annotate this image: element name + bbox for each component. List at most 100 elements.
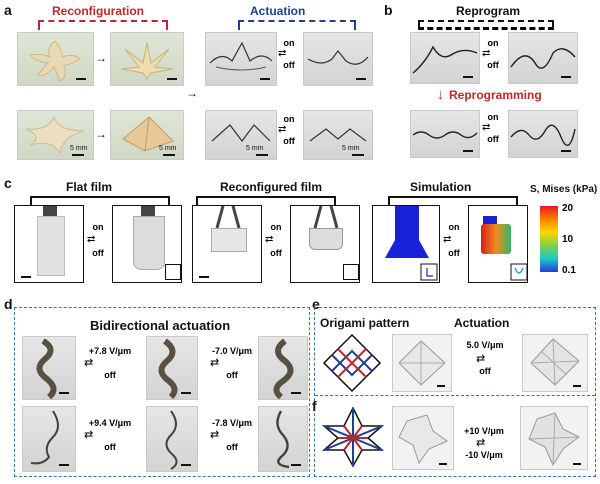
voltage-f-top: +10 V/μm [464, 426, 504, 436]
actuated-star [528, 412, 580, 467]
scale-bar [76, 78, 86, 80]
off-label: off [226, 370, 238, 380]
scale-bar [291, 392, 301, 394]
pyramid-actuated-shape [211, 124, 271, 142]
reconfigured-film-bracket [196, 196, 336, 206]
curled-strip [276, 410, 290, 469]
simulation-bracket [388, 196, 518, 206]
origami-square-on-photo [522, 334, 588, 392]
scale-label: 5 mm [70, 145, 88, 152]
voltage-row1-left: +7.8 V/μm [88, 346, 132, 356]
scale-bar [463, 150, 473, 152]
off-label: off [270, 248, 282, 258]
arrow-down-icon: ↓ [437, 86, 444, 102]
on-label: on [92, 222, 104, 232]
simulation-title: Simulation [410, 180, 472, 194]
panel-b-label: b [384, 2, 393, 18]
scale-bar [573, 385, 581, 387]
off-label: off [283, 136, 295, 146]
twist-left-photo [22, 336, 76, 400]
reconfigured-off-frame [192, 205, 262, 283]
colorbar-tick-mid: 10 [562, 234, 574, 245]
flat-film-off-frame [14, 205, 84, 283]
reprogram-bent-shape [510, 48, 576, 69]
flower-3d-shape [120, 42, 174, 80]
panel-e-label: e [312, 296, 320, 312]
reconfigured-on-frame [290, 205, 360, 283]
scale-bar [181, 464, 191, 466]
reconfiguration-bracket [38, 20, 168, 30]
arrow-right-icon: → [95, 127, 107, 141]
scale-bar [163, 154, 175, 156]
switch-arrows-icon: ⇄ [265, 234, 274, 245]
scale-bar [256, 154, 268, 156]
off-label: off [226, 442, 238, 452]
actuation-title: Actuation [250, 4, 306, 18]
scale-bar [463, 76, 473, 78]
reprogram-shape [412, 45, 478, 74]
inset-profile [343, 264, 359, 280]
switch-arrows-icon: ⇄ [84, 429, 94, 441]
folded-star [398, 414, 449, 465]
switch-arrows-icon: ⇄ [482, 122, 491, 133]
flat-film-bracket [30, 196, 170, 206]
inset-profile [165, 264, 181, 280]
actuation-bracket [238, 20, 356, 30]
reprogram-bracket [418, 20, 554, 30]
reconfigured-film-title: Reconfigured film [220, 180, 323, 194]
e-actuation-title: Actuation [454, 316, 510, 330]
twisted-strip [158, 338, 178, 399]
panel-f-label: f [312, 398, 317, 414]
panel-d-label: d [4, 296, 13, 312]
off-label: off [104, 442, 116, 452]
scale-bar [181, 392, 191, 394]
origami-star-off-photo [392, 406, 454, 470]
origami-square-off-photo [392, 334, 452, 392]
scale-bar [59, 392, 69, 394]
simulation-off-frame [372, 205, 440, 283]
scale-bar [437, 385, 445, 387]
colorbar [540, 206, 558, 272]
switch-arrows-icon: ⇄ [476, 353, 486, 365]
switch-arrows-icon: ⇄ [210, 429, 220, 441]
switch-arrows-icon: ⇄ [84, 357, 94, 369]
simulation-on-frame [468, 205, 528, 283]
switch-arrows-icon: ⇄ [476, 437, 486, 449]
scale-bar [561, 76, 571, 78]
voltage-e: 5.0 V/μm [466, 340, 504, 350]
switch-arrows-icon: ⇄ [482, 48, 491, 59]
star-flat-shape [25, 115, 85, 155]
flat-film-title: Flat film [66, 180, 113, 194]
on-label: on [283, 114, 295, 124]
panel-d-box [14, 307, 310, 477]
scale-bar [439, 463, 447, 465]
reconfiguration-title: Reconfiguration [52, 4, 144, 18]
off-label: off [104, 370, 116, 380]
reprogram-title: Reprogram [456, 4, 521, 18]
twisted-strip [36, 338, 57, 399]
film-strip [133, 216, 165, 270]
clamp [43, 206, 57, 218]
origami-star-pattern [321, 406, 385, 468]
folded-origami [398, 340, 446, 386]
flower-off-photo [205, 32, 277, 86]
origami-square-pattern [322, 333, 382, 393]
off-label: off [479, 366, 491, 376]
panel-divider [315, 395, 595, 396]
reprogrammed-on-photo [508, 110, 578, 158]
off-label: off [487, 60, 499, 70]
scale-bar [199, 276, 209, 278]
colorbar-tick-max: 20 [562, 203, 574, 214]
flower-actuated-shape [209, 41, 273, 71]
on-label: on [448, 222, 460, 232]
voltage-row2-right: -7.8 V/μm [211, 418, 253, 428]
switch-arrows-icon: ⇄ [278, 124, 287, 135]
flower-on-photo [303, 32, 373, 86]
panel-a-label: a [4, 2, 12, 18]
off-label: off [487, 134, 499, 144]
flower-flat-shape [29, 40, 81, 82]
colorbar-tick-min: 0.1 [562, 265, 576, 276]
film-strip [309, 228, 343, 250]
flat-film-on-frame [112, 205, 182, 283]
off-label: off [448, 248, 460, 258]
